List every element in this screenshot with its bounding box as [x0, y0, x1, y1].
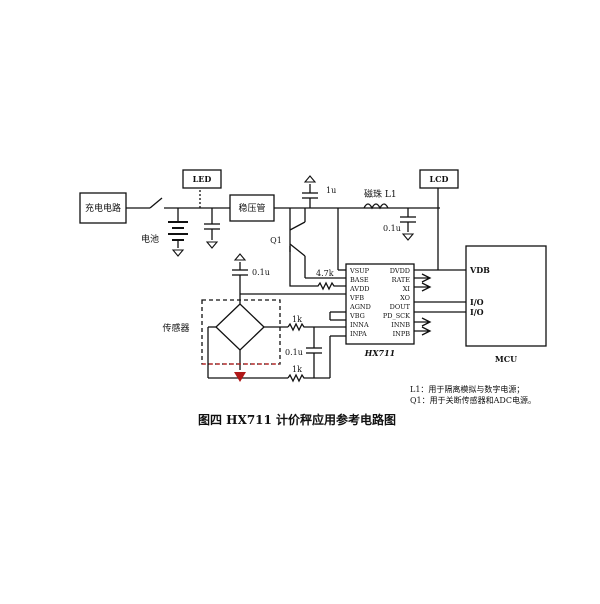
chip-pin: DVDD [390, 267, 410, 275]
battery-label: 电池 [141, 233, 159, 245]
led-label: LED [193, 174, 212, 184]
res-1k-top-label: 1k [292, 315, 302, 324]
cap-regulator-label: 0.1u [383, 224, 401, 233]
ground-symbol [303, 175, 317, 183]
charge-circuit-label: 充电电路 [85, 202, 121, 214]
mcu-vdd-label: VDB [469, 265, 490, 275]
res-1k-bottom-label: 1k [292, 365, 302, 374]
mcu-label: MCU [495, 354, 517, 364]
chip-pin: RATE [392, 276, 411, 284]
chip-pin: INNB [391, 321, 410, 329]
sensor-dashed-box [201, 299, 281, 365]
chip-label: HX711 [364, 348, 395, 358]
wheatstone-bridge [215, 303, 265, 351]
mcu-io1-label: I/O [470, 297, 484, 307]
mcu-io2-label: I/O [470, 307, 484, 317]
chip-pin: AVDD [349, 285, 370, 293]
chip-pin: AGND [349, 303, 371, 311]
ground-symbol [401, 233, 415, 241]
switch [149, 197, 163, 209]
res-47k-label: 4.7k [316, 269, 334, 278]
regulator-label: 稳压管 [238, 202, 265, 214]
chip-pin: BASE [350, 276, 369, 284]
lcd-label: LCD [430, 174, 449, 184]
ground-symbol [171, 249, 185, 257]
chip-pin: VBG [349, 312, 365, 320]
chip-pin: VSUP [349, 267, 370, 275]
ground-symbol [233, 253, 247, 261]
ground-symbol [234, 372, 246, 382]
ferrite-bead [363, 203, 389, 210]
chip-pin: INPB [393, 330, 411, 338]
note-q1: Q1：用于关断传感器和ADC电源。 [410, 395, 536, 405]
lcd-box [419, 169, 459, 189]
q1-label: Q1 [270, 236, 282, 245]
chip-pin: INNA [350, 321, 369, 329]
chip-pin: VFB [349, 294, 364, 302]
ferrite-label: 磁珠 L1 [364, 188, 397, 200]
chip-pin: XI [403, 285, 411, 293]
cap-input-label: 0.1u [285, 348, 303, 357]
chip-pin: INPA [350, 330, 367, 338]
figure-caption: 图四 HX711 计价秤应用参考电路图 [198, 412, 396, 427]
mcu-box [465, 245, 547, 347]
chip-pins-right: DVDD RATE XI XO DOUT PD_SCK INNB INPB [383, 267, 411, 338]
chip-pin: PD_SCK [383, 312, 410, 320]
sensor-label: 传感器 [162, 322, 189, 334]
led-box [182, 169, 222, 189]
note-l1: L1：用于隔离模拟与数字电源； [410, 384, 524, 394]
hx711-chip [345, 263, 415, 345]
chip-pin: DOUT [390, 303, 411, 311]
ground-symbol [205, 241, 219, 249]
chip-pin: XO [400, 294, 410, 302]
chip-pins-left: VSUP BASE AVDD VFB AGND VBG INNA INPA [349, 267, 371, 338]
cap-bridge-label: 0.1u [252, 268, 270, 277]
cap-1u-label: 1u [326, 186, 336, 195]
